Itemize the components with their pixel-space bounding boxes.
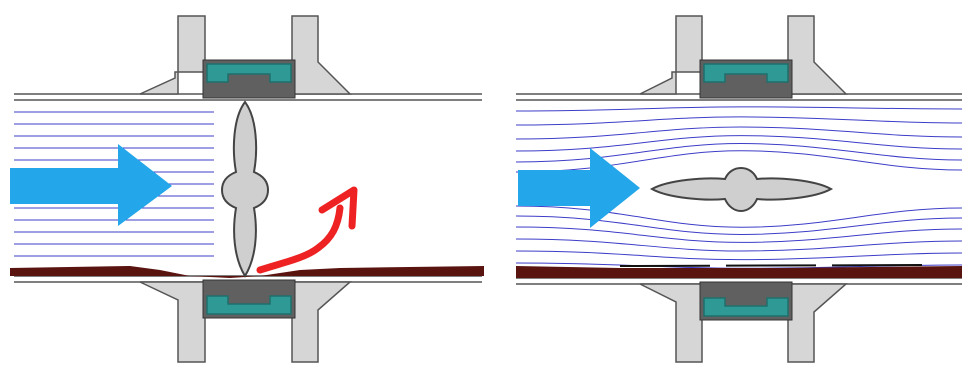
panel-left-closed-valve xyxy=(10,15,484,363)
streamline-right-1 xyxy=(515,106,963,112)
streamline-right-10 xyxy=(515,238,963,252)
streamline-right-2 xyxy=(515,116,963,126)
streamline-right-4 xyxy=(515,135,963,152)
valve-disc-open xyxy=(649,166,834,213)
streamline-right-3 xyxy=(515,126,963,140)
panel-right-open-valve xyxy=(515,15,963,363)
streamline-right-11 xyxy=(515,250,963,261)
flange-top-left xyxy=(139,15,352,99)
flow-direction-arrow-left xyxy=(10,144,172,226)
valve-disc-closed xyxy=(220,100,270,278)
deposit-edge-right xyxy=(619,264,931,267)
flange-bottom-left xyxy=(139,279,352,363)
leakage-flow-arrow xyxy=(256,186,358,274)
flange-top-right xyxy=(639,15,848,99)
flange-bottom-right xyxy=(639,281,848,363)
deposit-layer-left xyxy=(10,266,484,278)
flow-direction-arrow-right xyxy=(518,148,640,228)
streamline-right-9 xyxy=(515,226,963,243)
deposit-layer-right xyxy=(516,266,962,278)
